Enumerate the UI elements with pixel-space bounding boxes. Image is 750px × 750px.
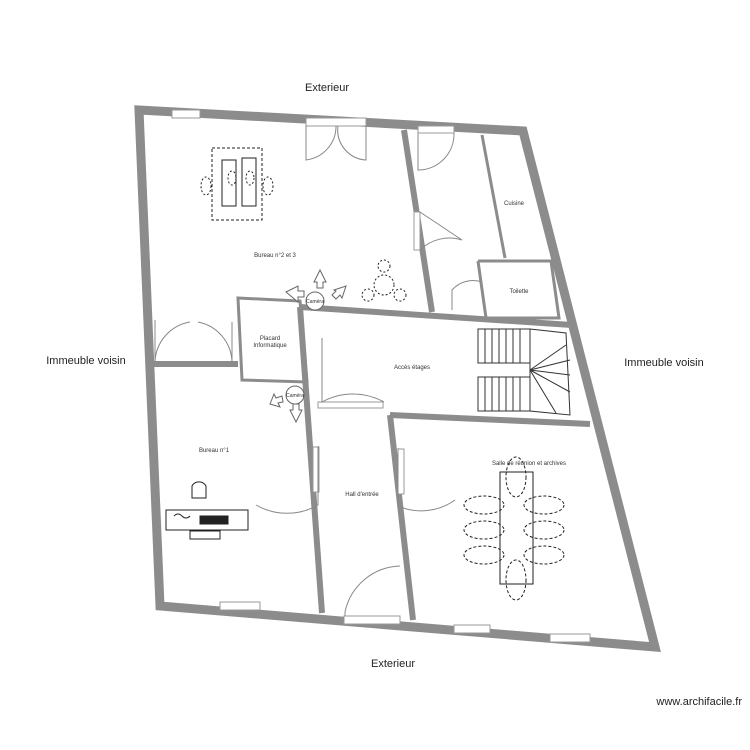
camera-bubbles: [285, 291, 325, 405]
room-label-salle-reunion: Salle de réunion et archives: [492, 461, 566, 467]
doors: [154, 125, 483, 616]
camera-label-1: Caméra: [306, 299, 324, 305]
neighbor-right-label: Immeuble voisin: [624, 357, 703, 369]
room-label-bureau-1: Bureau n°1: [199, 448, 230, 454]
exterior-top-label: Exterieur: [305, 82, 349, 94]
neighbor-left-label: Immeuble voisin: [46, 355, 125, 367]
room-label-hall: Hall d'entrée: [345, 492, 379, 498]
room-label-cuisine: Cuisine: [504, 201, 525, 207]
stairs: [477, 328, 571, 416]
room-label-placard-line-1: Placard: [260, 336, 280, 342]
desk-cluster: [200, 147, 274, 221]
room-label-toilette: Toilette: [509, 289, 529, 295]
exterior-bottom-label: Exterieur: [371, 658, 415, 670]
camera-label-2: Caméra: [286, 393, 304, 399]
outer-walls: [134, 105, 661, 653]
thin-walls: [236, 134, 561, 384]
meeting-table: [463, 456, 565, 601]
room-label-placard-line-2: Informatique: [253, 343, 287, 349]
windows: [171, 109, 591, 643]
round-table: [361, 259, 407, 302]
room-label-acces-etages: Accès étages: [394, 365, 430, 371]
camera-arrows: [269, 268, 347, 424]
room-label-bureau-2-3: Bureau n°2 et 3: [254, 253, 296, 259]
watermark: www.archifacile.fr: [656, 696, 742, 708]
office-desk: [165, 481, 249, 540]
